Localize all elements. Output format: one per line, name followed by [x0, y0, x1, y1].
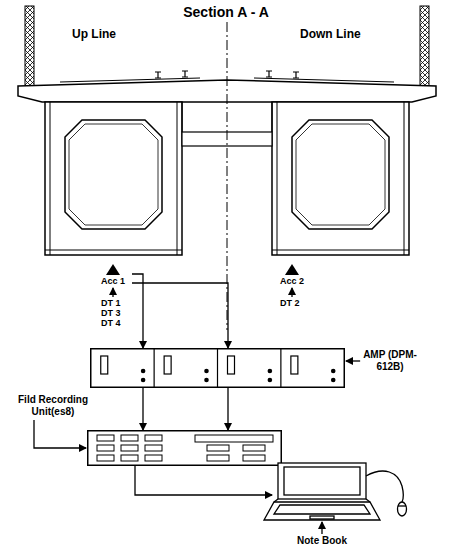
- drawing-rect: [121, 435, 138, 441]
- text-label: Up Line: [72, 28, 116, 42]
- drawing-line: [398, 505, 406, 506]
- drawing-ellipse: [398, 502, 407, 516]
- sensor-node: Acc 2: [273, 262, 311, 286]
- drawing-polygon: [274, 505, 370, 514]
- signal-connector: [142, 388, 143, 430]
- drawing-rect: [145, 435, 162, 441]
- drawing-path: [182, 71, 188, 77]
- drawing-rect: [278, 463, 366, 499]
- section-title: Section A - A: [0, 4, 452, 20]
- text-label: Note Book: [262, 535, 382, 547]
- amp-symbol: [90, 348, 345, 388]
- drawing-rect: [420, 6, 429, 86]
- sensor-triangle: [273, 262, 311, 276]
- drawing-line: [366, 499, 370, 502]
- text-label: Down Line: [300, 28, 361, 42]
- text-label: AMP (DPM-612B): [356, 349, 424, 372]
- sensor-triangle: [94, 262, 132, 276]
- sensor-node: Acc 1: [94, 262, 132, 286]
- drawing-rect: [88, 431, 282, 466]
- drawing-rect: [243, 455, 265, 461]
- drawing-path: [266, 71, 272, 77]
- text-label: DT 2: [280, 298, 300, 308]
- drawing-rect: [228, 356, 235, 374]
- drawing-circle: [141, 378, 146, 383]
- leader-arrow: [321, 522, 322, 534]
- drawing-path: [366, 471, 403, 502]
- text-label: Acc 2: [273, 276, 311, 286]
- drawing-line: [291, 288, 292, 297]
- drawing-path: [45, 102, 182, 255]
- text-label: Acc 1: [94, 276, 132, 286]
- text-label: DT 1: [101, 298, 121, 308]
- recorder-node: Fild Recording Unit(es8): [87, 430, 282, 466]
- signal-connector: [135, 466, 272, 495]
- drawing-line: [274, 499, 278, 502]
- drawing-line: [154, 349, 155, 388]
- text-label: DT 4: [101, 318, 121, 328]
- leader-arrow: [346, 360, 360, 361]
- drawing-g: [264, 463, 407, 520]
- drawing-rect: [97, 435, 114, 441]
- leader-arrow: [34, 420, 86, 448]
- drawing-rect: [195, 435, 273, 442]
- drawing-rect: [310, 516, 334, 519]
- drawing-rect: [101, 356, 108, 374]
- laptop-node: Note Book: [262, 462, 412, 524]
- drawing-polygon: [285, 264, 299, 275]
- drawing-path: [155, 72, 161, 78]
- drawing-circle: [331, 378, 336, 383]
- drawing-rect: [145, 445, 162, 451]
- drawing-rect: [45, 102, 182, 255]
- drawing-rect: [97, 455, 114, 461]
- drawing-polygon: [65, 120, 162, 229]
- recorder-symbol: [87, 430, 282, 466]
- drawing-rect: [164, 356, 171, 374]
- drawing-rect: [207, 445, 229, 451]
- drawing-path: [272, 102, 409, 255]
- drawing-circle: [141, 369, 146, 374]
- drawing-circle: [204, 378, 209, 383]
- drawing-rect: [145, 455, 162, 461]
- drawing-rect: [291, 356, 298, 374]
- signal-connector: [227, 388, 228, 430]
- drawing-circle: [204, 369, 209, 374]
- drawing-circle: [331, 369, 336, 374]
- drawing-rect: [284, 467, 360, 495]
- drawing-polygon: [264, 502, 380, 520]
- drawing-line: [217, 349, 218, 388]
- signal-connector: [132, 274, 143, 348]
- drawing-rect: [121, 445, 138, 451]
- amp-node: AMP (DPM-612B): [90, 348, 345, 388]
- text-label: DT 3: [101, 308, 121, 318]
- drawing-rect: [91, 349, 345, 388]
- drawing-path: [293, 72, 299, 78]
- drawing-rect: [272, 102, 409, 255]
- drawing-rect: [207, 455, 229, 461]
- drawing-polygon: [106, 264, 120, 275]
- drawing-rect: [97, 445, 114, 451]
- laptop-symbol: [262, 462, 412, 524]
- drawing-rect: [121, 455, 138, 461]
- drawing-polygon: [69, 124, 158, 225]
- signal-connector: [132, 283, 228, 348]
- drawing-polygon: [292, 120, 389, 229]
- drawing-line: [280, 349, 281, 388]
- drawing-circle: [268, 369, 273, 374]
- drawing-rect: [243, 445, 265, 451]
- drawing-polygon: [296, 124, 385, 225]
- drawing-rect: [25, 6, 34, 86]
- drawing-line: [112, 288, 113, 297]
- drawing-circle: [268, 378, 273, 383]
- text-label: Fild Recording Unit(es8): [3, 394, 103, 417]
